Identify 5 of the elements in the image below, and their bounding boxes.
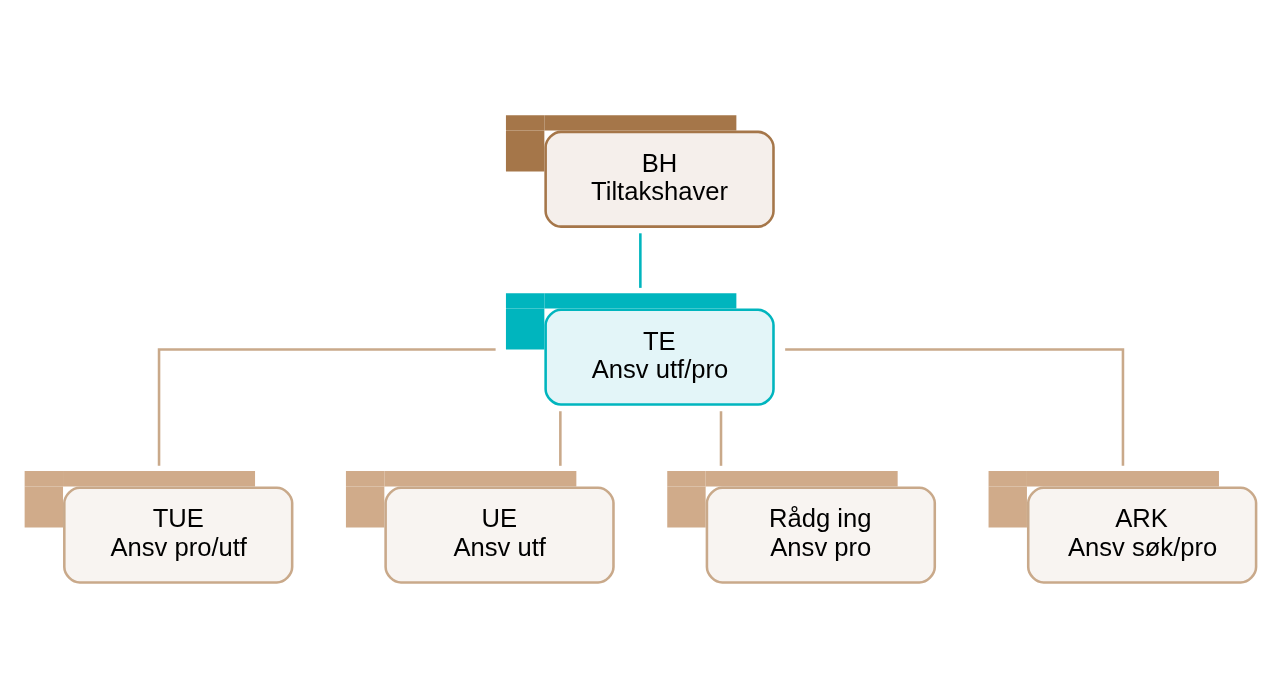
- connector: [785, 348, 1125, 466]
- connector: [559, 411, 562, 466]
- connector: [157, 348, 496, 466]
- connector: [719, 411, 723, 466]
- connector: [639, 233, 642, 288]
